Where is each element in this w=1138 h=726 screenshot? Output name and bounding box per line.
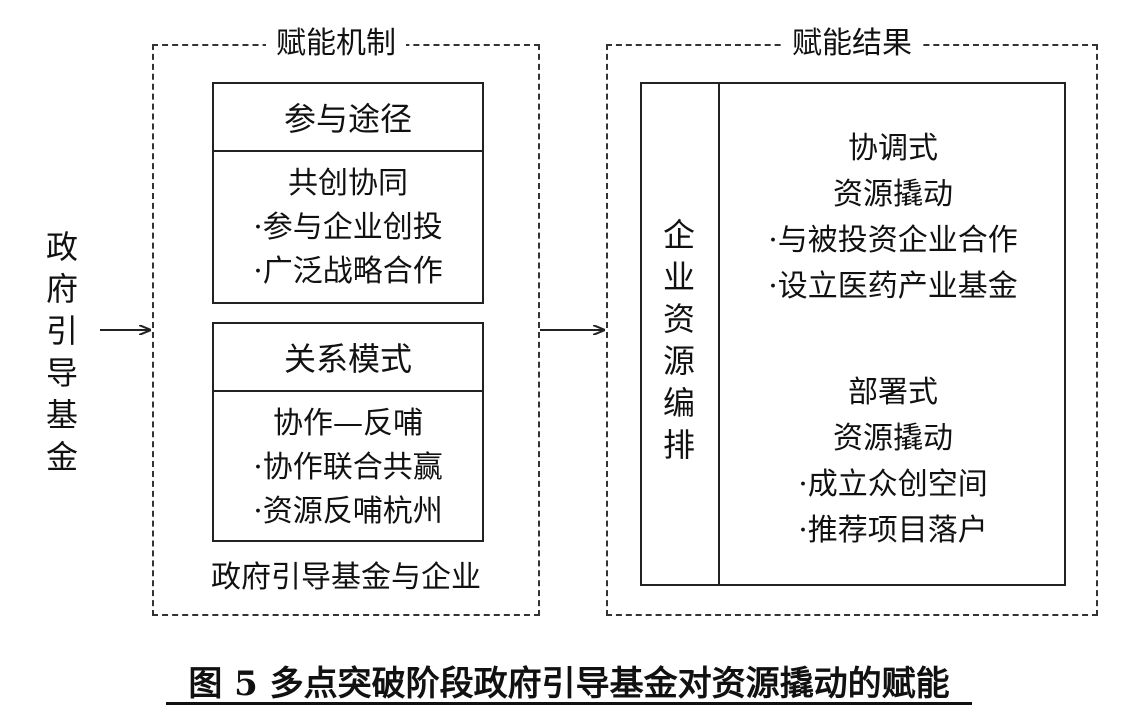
- mechanism-title: 赋能机制: [266, 27, 406, 61]
- label-char: 编: [662, 384, 695, 422]
- label-char: 基: [45, 396, 78, 434]
- label-char: 排: [662, 426, 695, 464]
- relation-mode-subtitle: 协作—反哺: [273, 406, 423, 441]
- label-char: 导: [45, 354, 78, 392]
- list-item: ·资源反哺杭州: [253, 494, 443, 529]
- deployed-title-line: 资源撬动: [833, 421, 953, 456]
- caption-underline: [166, 702, 972, 705]
- relation-mode-box: 关系模式 协作—反哺 ·协作联合共赢 ·资源反哺杭州: [212, 322, 484, 542]
- label-char: 金: [45, 438, 78, 476]
- participation-path-header: 参与途径: [214, 84, 482, 152]
- deployed-leverage-block: 部署式 资源撬动 ·成立众创空间 ·推荐项目落户: [722, 370, 1064, 554]
- label-char: 引: [45, 312, 78, 350]
- result-divider: [718, 82, 720, 586]
- label-char: 资: [662, 300, 695, 338]
- resource-orchestration-label: 企 业 资 源 编 排: [657, 214, 701, 466]
- deployed-title-line: 部署式: [848, 375, 938, 410]
- result-title: 赋能结果: [782, 27, 922, 61]
- list-item: ·推荐项目落户: [798, 513, 988, 548]
- relation-mode-header: 关系模式: [214, 324, 482, 392]
- list-item: ·成立众创空间: [798, 467, 988, 502]
- list-item: ·与被投资企业合作: [768, 223, 1018, 258]
- list-item: ·协作联合共赢: [253, 450, 443, 485]
- government-fund-label: 政 府 引 导 基 金: [40, 226, 84, 478]
- coordinated-leverage-block: 协调式 资源撬动 ·与被投资企业合作 ·设立医药产业基金: [722, 126, 1064, 310]
- list-item: ·参与企业创投: [253, 210, 443, 245]
- label-char: 源: [662, 342, 695, 380]
- label-char: 企: [662, 216, 695, 254]
- label-char: 政: [45, 228, 78, 266]
- figure-caption: 图 5 多点突破阶段政府引导基金对资源撬动的赋能: [188, 664, 950, 704]
- result-box: [640, 82, 1066, 586]
- label-char: 业: [662, 258, 695, 296]
- coordinated-title-line: 资源撬动: [833, 177, 953, 212]
- list-item: ·设立医药产业基金: [768, 269, 1018, 304]
- list-item: ·广泛战略合作: [253, 254, 443, 289]
- participation-path-box: 参与途径 共创协同 ·参与企业创投 ·广泛战略合作: [212, 82, 484, 304]
- coordinated-title-line: 协调式: [848, 131, 938, 166]
- label-char: 府: [45, 270, 78, 308]
- mechanism-footer: 政府引导基金与企业: [211, 560, 481, 595]
- participation-path-subtitle: 共创协同: [288, 166, 408, 201]
